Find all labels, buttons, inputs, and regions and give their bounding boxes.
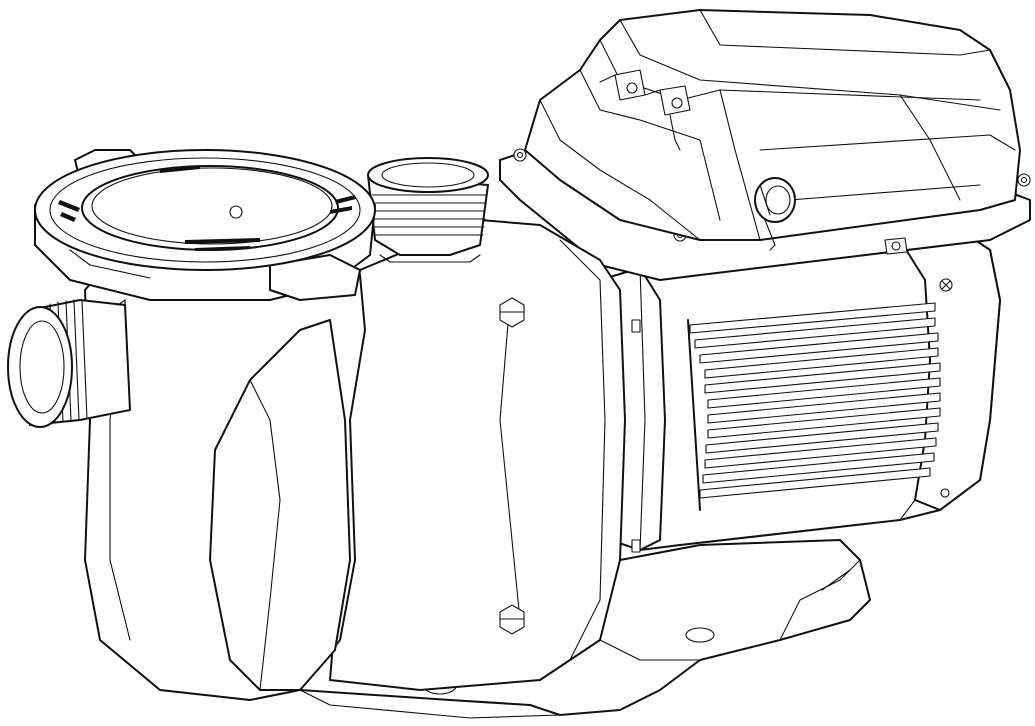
drive-housing (499, 9, 1031, 281)
lid-center-dot (229, 205, 243, 219)
strainer-pot (84, 249, 366, 701)
motor-body (599, 229, 1001, 553)
housing-bolt (499, 297, 525, 328)
cooling-fins (689, 302, 941, 499)
ring-lug (269, 254, 361, 301)
pump-housing (329, 219, 626, 691)
inlet-port (7, 299, 131, 428)
end-cap-screw (940, 488, 950, 498)
outlet-port (367, 157, 489, 263)
flange-bolt (631, 539, 641, 553)
strainer-lid (34, 149, 376, 301)
cable-gland (754, 177, 796, 251)
housing-bolt (499, 604, 525, 635)
base-bolt-hole (685, 627, 715, 643)
flange-bolt (631, 319, 641, 333)
